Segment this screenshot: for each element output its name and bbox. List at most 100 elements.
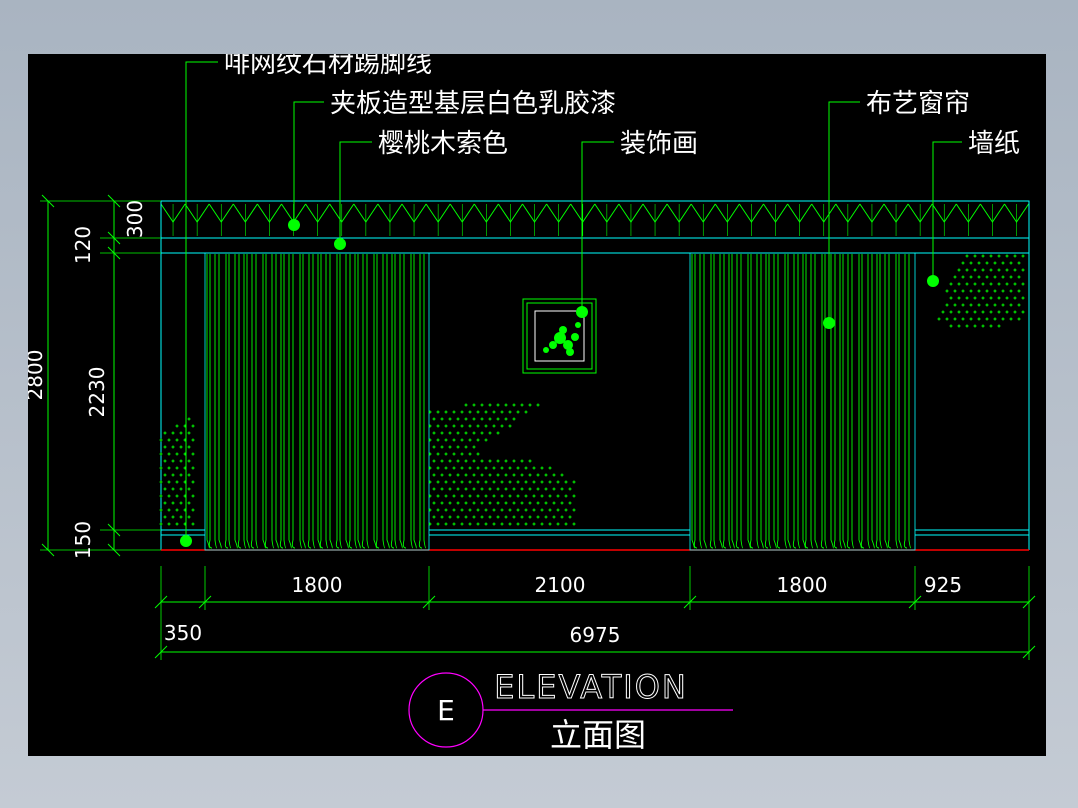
- wallpaper-dot: [187, 459, 191, 463]
- wallpaper-dot: [508, 410, 512, 414]
- wallpaper-dot: [167, 452, 171, 456]
- wallpaper-dot: [520, 403, 524, 407]
- wallpaper-dot: [468, 438, 472, 442]
- wallpaper-dot: [945, 289, 949, 293]
- wallpaper-dot: [989, 324, 993, 328]
- curtain-fold: [291, 254, 296, 549]
- wallpaper-dot: [1021, 296, 1025, 300]
- wallpaper-dot: [159, 452, 163, 456]
- wallpaper-dot: [444, 438, 448, 442]
- curtain-fold: [264, 254, 269, 549]
- wallpaper-dot: [476, 424, 480, 428]
- curtain-fold: [410, 254, 414, 549]
- wallpaper-dot: [448, 487, 452, 491]
- wallpaper-dot: [171, 515, 175, 519]
- wallpaper-dot: [1021, 310, 1025, 314]
- curtain-fold: [719, 254, 723, 549]
- wallpaper-dot: [504, 501, 508, 505]
- wallpaper-dot: [993, 303, 997, 307]
- wallpaper-dot: [428, 466, 432, 470]
- wallpaper-dot: [997, 254, 1001, 258]
- wallpaper-dot: [512, 501, 516, 505]
- wallpaper-dot: [480, 403, 484, 407]
- dim-top: 300: [123, 200, 147, 238]
- wallpaper-dot: [480, 515, 484, 519]
- wallpaper-dot: [504, 515, 508, 519]
- wallpaper-dot: [500, 522, 504, 526]
- curtain-fold: [243, 254, 247, 549]
- wallpaper-dot: [969, 275, 973, 279]
- curtain-fold: [307, 254, 312, 549]
- wallpaper-dot: [965, 268, 969, 272]
- wallpaper-dot: [997, 268, 1001, 272]
- wallpaper-dot: [969, 303, 973, 307]
- curtain-fold: [228, 254, 232, 549]
- decorative-painting: [522, 298, 597, 374]
- wallpaper-dot: [540, 494, 544, 498]
- curtain-fold: [814, 254, 818, 549]
- wallpaper-dot: [985, 289, 989, 293]
- wallpaper-dot: [432, 459, 436, 463]
- wallpaper-dot: [552, 473, 556, 477]
- wallpaper-dot: [496, 515, 500, 519]
- curtain-fold: [908, 254, 912, 549]
- wallpaper-dot: [480, 501, 484, 505]
- wallpaper-dot: [1017, 303, 1021, 307]
- wallpaper-dot: [548, 480, 552, 484]
- wallpaper-dot: [969, 261, 973, 265]
- wallpaper-dot: [179, 459, 183, 463]
- wallpaper-dot: [973, 268, 977, 272]
- vertical-dimensions: [40, 194, 161, 557]
- wallpaper-dot: [500, 466, 504, 470]
- wallpaper-dot: [1005, 296, 1009, 300]
- wallpaper-dot: [945, 303, 949, 307]
- wallpaper-dot: [1005, 268, 1009, 272]
- wallpaper-dot: [460, 466, 464, 470]
- wallpaper-dot: [175, 480, 179, 484]
- wallpaper-dot: [969, 317, 973, 321]
- curtain-fold: [728, 254, 732, 549]
- wallpaper-dot: [456, 515, 460, 519]
- wallpaper-dot: [448, 417, 452, 421]
- wallpaper-dot: [528, 501, 532, 505]
- curtain-fold: [302, 254, 306, 549]
- title-english: ELEVATION: [494, 668, 688, 706]
- curtain-fold: [703, 254, 707, 549]
- wallpaper-dot: [432, 445, 436, 449]
- wallpaper-dot: [1001, 275, 1005, 279]
- wallpaper-dot: [524, 522, 528, 526]
- wallpaper-dot: [572, 480, 576, 484]
- wallpaper-dot: [448, 431, 452, 435]
- curtain-fold: [713, 254, 717, 549]
- wallpaper-dot: [175, 494, 179, 498]
- wallpaper-dot: [476, 494, 480, 498]
- wallpaper-dot: [480, 459, 484, 463]
- wallpaper-dot: [532, 466, 536, 470]
- horizontal-dimension-labels: 350 1800 2100 1800 925 6975: [164, 573, 962, 647]
- curtain-fold: [898, 254, 902, 549]
- wallpaper-dot: [993, 317, 997, 321]
- wallpaper-dot: [468, 508, 472, 512]
- wallpaper-dot: [171, 473, 175, 477]
- wallpaper-dot: [464, 431, 468, 435]
- wallpaper-dot: [488, 417, 492, 421]
- wallpaper-dot: [175, 522, 179, 526]
- wallpaper-dot: [492, 522, 496, 526]
- cad-viewport[interactable]: 啡网纹石材踢脚线 夹板造型基层白色乳胶漆 樱桃木索色 装饰画 布艺窗帘 墙纸: [23, 49, 1046, 756]
- wallpaper-dot: [937, 317, 941, 321]
- wallpaper-dot: [444, 480, 448, 484]
- curtain-fold: [375, 254, 380, 549]
- curtain-fold: [797, 254, 801, 549]
- wallpaper-dot: [516, 494, 520, 498]
- wallpaper-dot: [159, 494, 163, 498]
- wallpaper-dot: [191, 424, 195, 428]
- wallpaper-dot: [187, 473, 191, 477]
- wallpaper-dot: [568, 487, 572, 491]
- wallpaper-dot: [460, 410, 464, 414]
- wallpaper-dot: [468, 410, 472, 414]
- wallpaper-dot: [536, 515, 540, 519]
- wallpaper-dot: [949, 282, 953, 286]
- curtain-fold: [833, 254, 838, 549]
- wallpaper-dot: [504, 459, 508, 463]
- wallpaper-dot: [175, 424, 179, 428]
